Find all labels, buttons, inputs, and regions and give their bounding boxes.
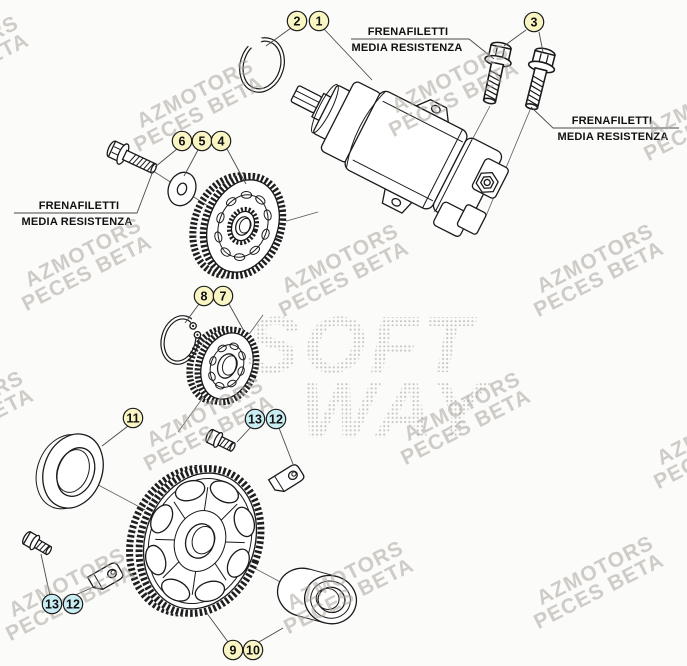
part-plate-12-upper <box>268 462 306 496</box>
svg-text:12: 12 <box>269 412 283 426</box>
callout-9: 9 <box>222 639 244 661</box>
svg-text:6: 6 <box>179 134 186 148</box>
softway-line1: SOFT <box>246 300 477 389</box>
svg-text:4: 4 <box>218 134 225 148</box>
callout-8: 8 <box>193 285 215 307</box>
note-left-line2: MEDIA RESISTENZA <box>22 216 133 228</box>
svg-text:PECES BETA: PECES BETA <box>0 384 38 469</box>
part-seal-ring-11 <box>35 433 104 510</box>
callout-3: 3 <box>523 11 545 33</box>
part-bolt-3-right <box>517 44 560 113</box>
part-screw-13-lower <box>19 528 55 559</box>
svg-text:8: 8 <box>201 289 208 303</box>
callout-12-lower: 12 <box>62 593 84 615</box>
callout-13-lower: 13 <box>41 593 63 615</box>
svg-text:13: 13 <box>45 597 59 611</box>
softway-line2: WAY <box>300 366 491 455</box>
part-starter-gear-9 <box>126 464 265 617</box>
note-label-right: FRENAFILETTI MEDIA RESISTENZA <box>530 106 679 143</box>
note-right-line2: MEDIA RESISTENZA <box>558 131 669 143</box>
note-left-line1: FRENAFILETTI <box>39 200 120 212</box>
svg-text:2: 2 <box>294 14 301 28</box>
part-snap-ring-top <box>239 32 285 93</box>
callout-11: 11 <box>122 407 144 429</box>
part-starter-motor <box>290 81 509 237</box>
callout-10: 10 <box>242 639 264 661</box>
callout-4: 4 <box>210 130 232 152</box>
callout-2: 2 <box>286 10 308 32</box>
svg-text:1: 1 <box>316 14 323 28</box>
callout-6: 6 <box>171 130 193 152</box>
part-washer-5 <box>167 171 197 207</box>
callout-1: 1 <box>308 10 330 32</box>
softway-watermark: SOFT WAY <box>246 300 491 455</box>
svg-text:13: 13 <box>248 412 262 426</box>
note-label-top: FRENAFILETTI MEDIA RESISTENZA <box>351 26 495 60</box>
svg-text:12: 12 <box>66 597 80 611</box>
svg-text:7: 7 <box>220 289 227 303</box>
svg-text:11: 11 <box>126 411 139 425</box>
note-right-line1: FRENAFILETTI <box>572 115 653 127</box>
svg-text:5: 5 <box>199 134 206 148</box>
part-bearing-10 <box>276 567 358 625</box>
note-label-left: FRENAFILETTI MEDIA RESISTENZA <box>14 170 154 228</box>
callout-7: 7 <box>212 285 234 307</box>
note-top-line1: FRENAFILETTI <box>368 26 449 38</box>
svg-text:9: 9 <box>230 643 237 657</box>
leader-lines <box>40 27 544 643</box>
svg-text:PECES BETA: PECES BETA <box>0 29 33 114</box>
svg-text:3: 3 <box>531 15 538 29</box>
part-idler-gear-4 <box>189 172 287 280</box>
svg-text:10: 10 <box>246 643 260 657</box>
callout-5: 5 <box>191 130 213 152</box>
part-freewheel-gear-7 <box>186 325 260 406</box>
callouts: 2 1 3 6 5 4 8 7 11 13 12 13 12 9 10 <box>41 10 545 661</box>
note-top-line2: MEDIA RESISTENZA <box>352 42 463 54</box>
callout-13-upper: 13 <box>244 408 266 430</box>
callout-12-upper: 12 <box>265 408 287 430</box>
